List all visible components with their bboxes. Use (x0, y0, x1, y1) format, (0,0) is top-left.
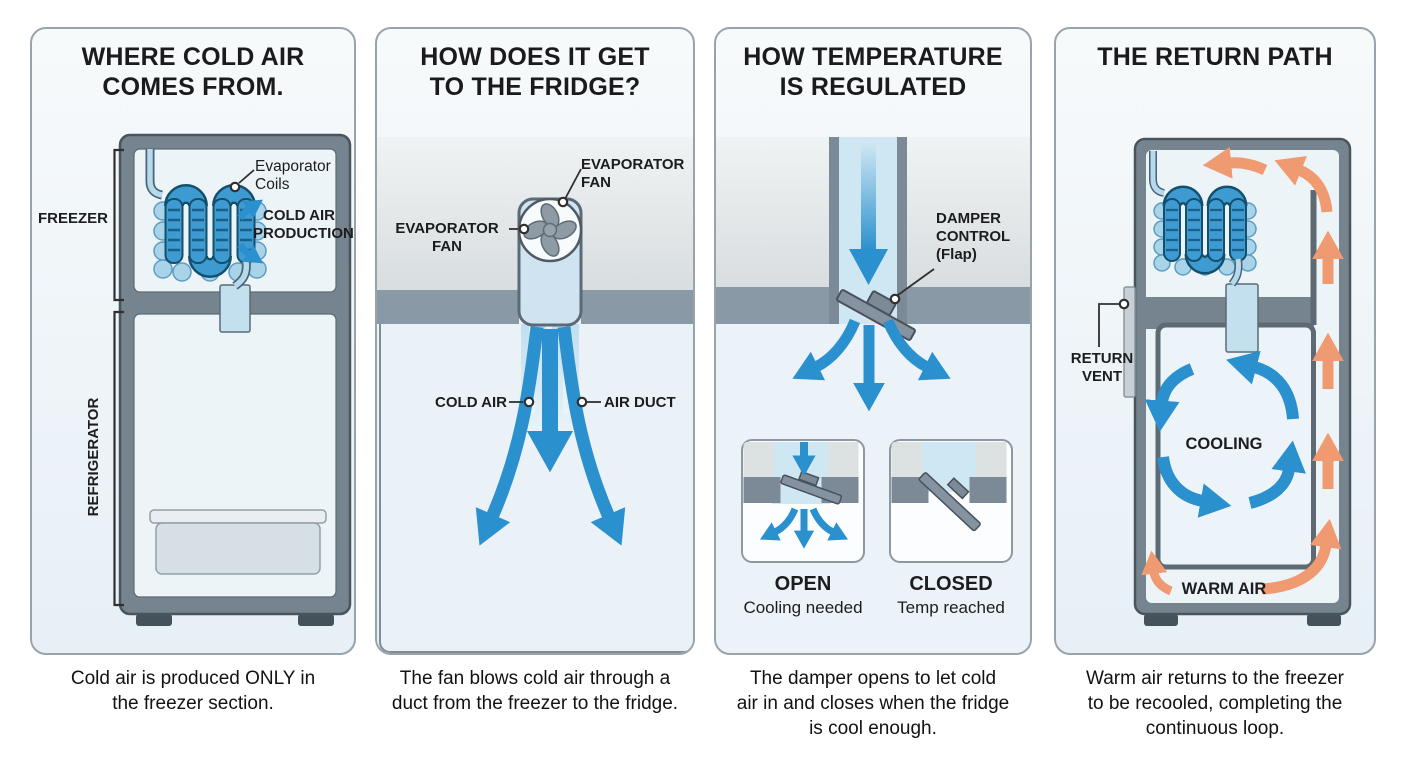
evaporator-fan-left-line2: FAN (432, 238, 462, 255)
damper-control-label: DAMPER CONTROL (Flap) (936, 210, 1030, 264)
panel2-caption-line1: The fan blows cold air through a (399, 668, 671, 689)
damper-label-line2: CONTROL (936, 228, 1011, 245)
panel3-title-line2: IS REGULATED (779, 73, 967, 101)
freezer-to-fridge-duct (1225, 283, 1259, 353)
freezer-label: FREEZER (37, 210, 108, 227)
panel1-caption-line1: Cold air is produced ONLY in (70, 668, 316, 689)
return-vent-icon (1123, 286, 1136, 398)
refrigerator-label: REFRIGERATOR (85, 397, 102, 517)
panel3-title: HOW TEMPERATURE IS REGULATED (716, 42, 1030, 102)
cold-air-production-line2: PRODUCTION (253, 225, 354, 242)
evaporator-fan-label-right: EVAPORATOR FAN (581, 156, 693, 192)
closed-state-label: CLOSED (909, 573, 993, 595)
return-vent-line1: RETURN (1070, 350, 1134, 367)
airflow-arrows (475, 326, 626, 546)
open-state-inset (741, 439, 865, 563)
panel3-caption-line2: air in and closes when the fridge (736, 693, 1010, 714)
evaporator-coils-label-line2: Coils (255, 176, 290, 193)
panel3-caption-line1: The damper opens to let cold (749, 668, 997, 689)
panel1-caption-line2: the freezer section. (112, 693, 274, 714)
damper-illustration (716, 137, 1030, 653)
duct-wall-left (829, 137, 839, 324)
fan-icon (517, 197, 583, 263)
evaporator-fan-right-line1: EVAPORATOR (581, 156, 685, 173)
panel-how-temperature-is-regulated: HOW TEMPERATURE IS REGULATED DAMPER CONT… (714, 27, 1032, 655)
panel4-title: THE RETURN PATH (1097, 43, 1333, 71)
coils-leader-line (229, 169, 255, 193)
panel2-title-line1: HOW DOES IT GET (420, 43, 650, 71)
open-state-sublabel: Cooling needed (743, 598, 863, 617)
panel2-title: HOW DOES IT GET TO THE FRIDGE? (377, 42, 693, 102)
spread-arrows (792, 318, 951, 412)
cold-air-production-label: COLD AIR PRODUCTION (253, 207, 354, 243)
panel4-caption-line2: to be recooled, completing the (1087, 693, 1343, 714)
evaporator-fan-right-line2: FAN (581, 174, 611, 191)
closed-state-inset (889, 439, 1013, 563)
crisper-drawer (149, 509, 327, 575)
divider-left (377, 290, 519, 324)
panel2-title-line2: TO THE FRIDGE? (429, 73, 641, 101)
panel-how-it-gets-to-fridge: HOW DOES IT GET TO THE FRIDGE? EVAPORATO… (375, 27, 695, 655)
panel-where-cold-air-comes-from: WHERE COLD AIR COMES FROM. FREEZER REFRI… (30, 27, 356, 655)
divider-right (581, 290, 693, 324)
fan-duct-illustration (377, 137, 693, 653)
panel1-caption: Cold air is produced ONLY in the freezer… (13, 666, 373, 716)
panel4-caption-line1: Warm air returns to the freezer (1086, 668, 1344, 689)
ceiling-left (716, 287, 829, 324)
panel1-title: WHERE COLD AIR COMES FROM. (32, 42, 354, 102)
freezer-wall-right (907, 137, 1030, 287)
open-state-label: OPEN (774, 573, 832, 595)
cold-air-label: COLD AIR (435, 394, 507, 411)
cooling-label: COOLING (1185, 435, 1263, 453)
return-vent-label: RETURN VENT (1062, 350, 1142, 386)
panel3-caption: The damper opens to let cold air in and … (693, 666, 1053, 741)
return-vent-leader (1098, 298, 1130, 347)
panel1-title-line1: WHERE COLD AIR (81, 43, 305, 71)
return-vent-line2: VENT (1081, 368, 1122, 385)
leader-lines (509, 168, 601, 408)
evaporator-coils-icon (1149, 151, 1257, 287)
cold-air-down-arrow (849, 143, 888, 285)
panel4-caption-line3: continuous loop. (1145, 718, 1285, 739)
evaporator-fan-left-line1: EVAPORATOR (395, 220, 499, 237)
warm-air-label: WARM AIR (1181, 580, 1267, 598)
panel1-title-line2: COMES FROM. (102, 73, 284, 101)
section-brackets (113, 148, 124, 607)
damper-label-line3: (Flap) (936, 246, 977, 263)
cooling-loop-arrows (1144, 350, 1306, 518)
fridge-cutaway-illustration (113, 133, 352, 626)
panel4-caption: Warm air returns to the freezer to be re… (1035, 666, 1395, 741)
freezer-wall-left (716, 137, 829, 287)
air-duct-label: AIR DUCT (604, 394, 676, 411)
ceiling-right (907, 287, 1030, 324)
damper-label-line1: DAMPER (936, 210, 1002, 227)
return-loop-illustration (1098, 137, 1352, 626)
panel3-title-line1: HOW TEMPERATURE (743, 43, 1003, 71)
panel-return-path: THE RETURN PATH RETURN VENT COOLING WARM… (1054, 27, 1376, 655)
evaporator-fan-label-left: EVAPORATOR FAN (387, 220, 507, 256)
panel2-caption: The fan blows cold air through a duct fr… (355, 666, 715, 716)
duct-wall-right (897, 137, 907, 324)
cold-air-arrows (237, 199, 263, 264)
evaporator-coils-label: Evaporator Coils (255, 158, 350, 194)
panel2-caption-line2: duct from the freezer to the fridge. (391, 693, 679, 714)
warm-air-arrows (1141, 146, 1344, 596)
damper-leader-line (889, 268, 935, 305)
freezer-to-fridge-duct (219, 284, 251, 333)
closed-state-sublabel: Temp reached (897, 598, 1005, 617)
panel3-caption-line3: is cool enough. (809, 718, 937, 739)
cold-air-production-line1: COLD AIR (263, 207, 335, 224)
evaporator-coils-label-line1: Evaporator (255, 158, 331, 175)
